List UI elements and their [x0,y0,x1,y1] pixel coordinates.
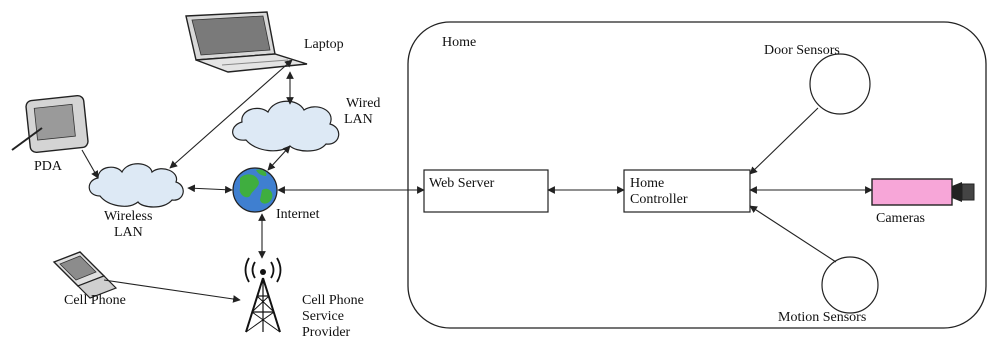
cell-tower-icon [246,258,281,332]
wired-lan-label-1: Wired [346,96,380,111]
web-server-label: Web Server [429,176,495,191]
provider-label-3: Provider [302,325,351,340]
motion-sensors-label: Motion Sensors [778,310,866,325]
wireless-lan-label-1: Wireless [104,209,152,224]
globe-icon [233,168,277,212]
provider-label-2: Service [302,309,344,324]
cell-phone-icon [54,252,116,298]
motion-sensors-node [822,257,878,313]
door-sensors-node [810,54,870,114]
home-label: Home [442,35,476,50]
cameras-label: Cameras [876,211,925,226]
video-camera-icon [872,179,974,205]
home-controller-label-2: Controller [630,192,688,207]
internet-label: Internet [276,207,320,222]
edge-motion-controller [750,206,836,262]
edge-pda-wireless [82,150,98,178]
laptop-label: Laptop [304,37,344,52]
wired-lan-cloud-icon [233,101,339,151]
edge-door-controller [750,108,818,174]
provider-label-1: Cell Phone [302,293,364,308]
wired-lan-label-2: LAN [344,112,373,127]
pda-icon [12,95,89,153]
pda-label: PDA [34,159,63,174]
edge-wireless-internet [188,188,232,190]
home-controller-label-1: Home [630,176,664,191]
wireless-lan-label-2: LAN [114,225,143,240]
wireless-lan-cloud-icon [89,164,183,207]
cell-phone-label: Cell Phone [64,293,126,308]
